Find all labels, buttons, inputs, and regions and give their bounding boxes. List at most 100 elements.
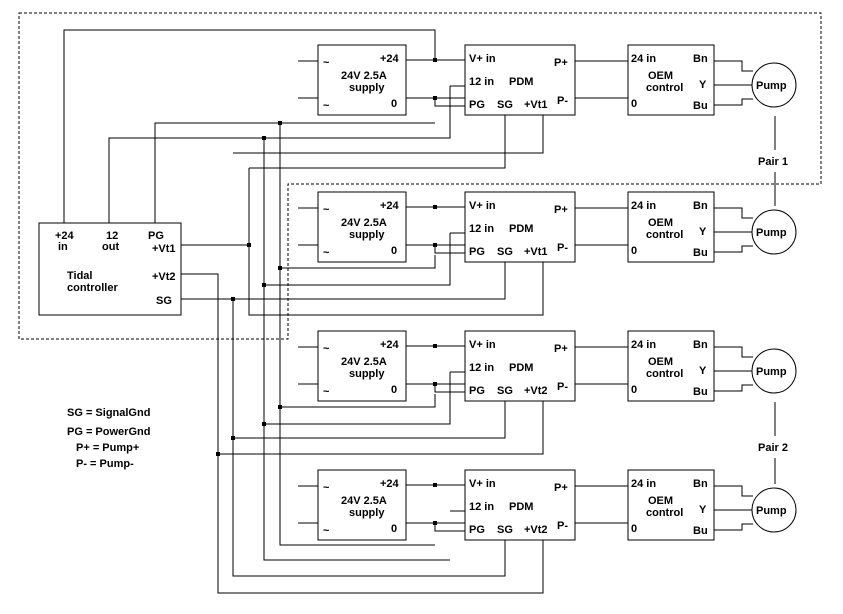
supply-name-line1: 24V 2.5A <box>341 217 387 229</box>
ac-input-bottom: ~ <box>323 100 330 112</box>
ac-input-top: ~ <box>323 57 330 69</box>
pdm-name: PDM <box>509 501 533 513</box>
oem-y: Y <box>699 365 707 377</box>
oem-name-line2: control <box>646 229 683 241</box>
pump-label: Pump <box>756 366 787 378</box>
supply-name-line1: 24V 2.5A <box>341 495 387 507</box>
ac-input-top: ~ <box>323 343 330 355</box>
pdm-pplus: P+ <box>554 57 568 69</box>
supply-name-line2: supply <box>349 507 385 519</box>
oem-name-line1: OEM <box>648 495 673 507</box>
oem-bu: Bu <box>693 386 708 398</box>
supply-plus24: +24 <box>380 200 400 212</box>
pdm-pg: PG <box>469 99 485 111</box>
controller-name-line1: Tidal <box>67 270 92 282</box>
supply-box <box>317 330 407 402</box>
supply-name-line2: supply <box>349 82 385 94</box>
controller-pin-vt2: +Vt2 <box>152 271 176 283</box>
pdm-sg: SG <box>497 246 513 258</box>
controller-name-line2: controller <box>67 282 118 294</box>
supply-name-line2: supply <box>349 368 385 380</box>
controller-pin-sg: SG <box>156 295 172 307</box>
oem-bn: Bn <box>693 53 708 65</box>
pdm-pminus: P- <box>557 242 568 254</box>
supply-name-line1: 24V 2.5A <box>341 356 387 368</box>
controller-box <box>38 222 182 316</box>
pdm-sg: SG <box>497 99 513 111</box>
pdm-box <box>464 330 576 402</box>
pdm-pplus: P+ <box>554 204 568 216</box>
supply-plus24: +24 <box>380 478 400 490</box>
pdm-box <box>464 44 576 116</box>
pump: Pump <box>751 487 797 533</box>
pair1-label: Pair 1 <box>758 156 788 168</box>
pdm-sg: SG <box>497 385 513 397</box>
oem-y: Y <box>699 79 707 91</box>
tidal-controller: +24 in 12 out PG +Vt1 +Vt2 SG Tidal cont… <box>38 222 182 316</box>
pdm-vt: +Vt1 <box>524 99 548 111</box>
supply-box <box>317 469 407 541</box>
supply-plus24: +24 <box>380 53 400 65</box>
oem-name-line1: OEM <box>648 356 673 368</box>
pdm-pg: PG <box>469 524 485 536</box>
oem-bu: Bu <box>693 525 708 537</box>
supply-zero: 0 <box>391 245 397 257</box>
pdm-vt: +Vt2 <box>524 524 548 536</box>
pdm-sg: SG <box>497 524 513 536</box>
pdm-12-in: 12 in <box>469 501 494 513</box>
controller-pin-24: +24 <box>55 230 75 242</box>
pdm-vplus-in: V+ in <box>469 339 496 351</box>
legend-pg: PG = PowerGnd <box>67 426 150 438</box>
pump: Pump <box>751 209 797 255</box>
pdm-vt: +Vt1 <box>524 246 548 258</box>
pdm-vplus-in: V+ in <box>469 478 496 490</box>
supply-zero: 0 <box>391 523 397 535</box>
oem-name-line2: control <box>646 368 683 380</box>
oem-y: Y <box>699 226 707 238</box>
supply-zero: 0 <box>391 98 397 110</box>
oem-name-line1: OEM <box>648 70 673 82</box>
oem-bn: Bn <box>693 339 708 351</box>
pdm-pplus: P+ <box>554 482 568 494</box>
oem-zero: 0 <box>631 98 637 110</box>
oem-box <box>627 330 715 402</box>
pdm-pminus: P- <box>557 381 568 393</box>
legend: SG = SignalGnd PG = PowerGnd P+ = Pump+ … <box>67 407 150 470</box>
supply-plus24: +24 <box>380 339 400 351</box>
pdm-pminus: P- <box>557 95 568 107</box>
pump: Pump <box>751 348 797 394</box>
oem-zero: 0 <box>631 384 637 396</box>
controller-pin-12: 12 <box>106 230 118 242</box>
controller-pin-pg: PG <box>148 230 164 242</box>
oem-name-line2: control <box>646 507 683 519</box>
controller-wiring <box>63 29 436 454</box>
ac-input-bottom: ~ <box>323 525 330 537</box>
oem-box <box>627 191 715 263</box>
oem-24-in: 24 in <box>631 200 656 212</box>
pdm-12-in: 12 in <box>469 223 494 235</box>
pdm-pplus: P+ <box>554 343 568 355</box>
oem-bu: Bu <box>693 100 708 112</box>
legend-sg: SG = SignalGnd <box>67 407 150 419</box>
pdm-vplus-in: V+ in <box>469 53 496 65</box>
pump-label: Pump <box>756 80 787 92</box>
supply-zero: 0 <box>391 384 397 396</box>
oem-zero: 0 <box>631 245 637 257</box>
pair2-label: Pair 2 <box>758 442 788 454</box>
pdm-12-in: 12 in <box>469 362 494 374</box>
controller-pin-vt1: +Vt1 <box>152 243 176 255</box>
supply-name-line2: supply <box>349 229 385 241</box>
